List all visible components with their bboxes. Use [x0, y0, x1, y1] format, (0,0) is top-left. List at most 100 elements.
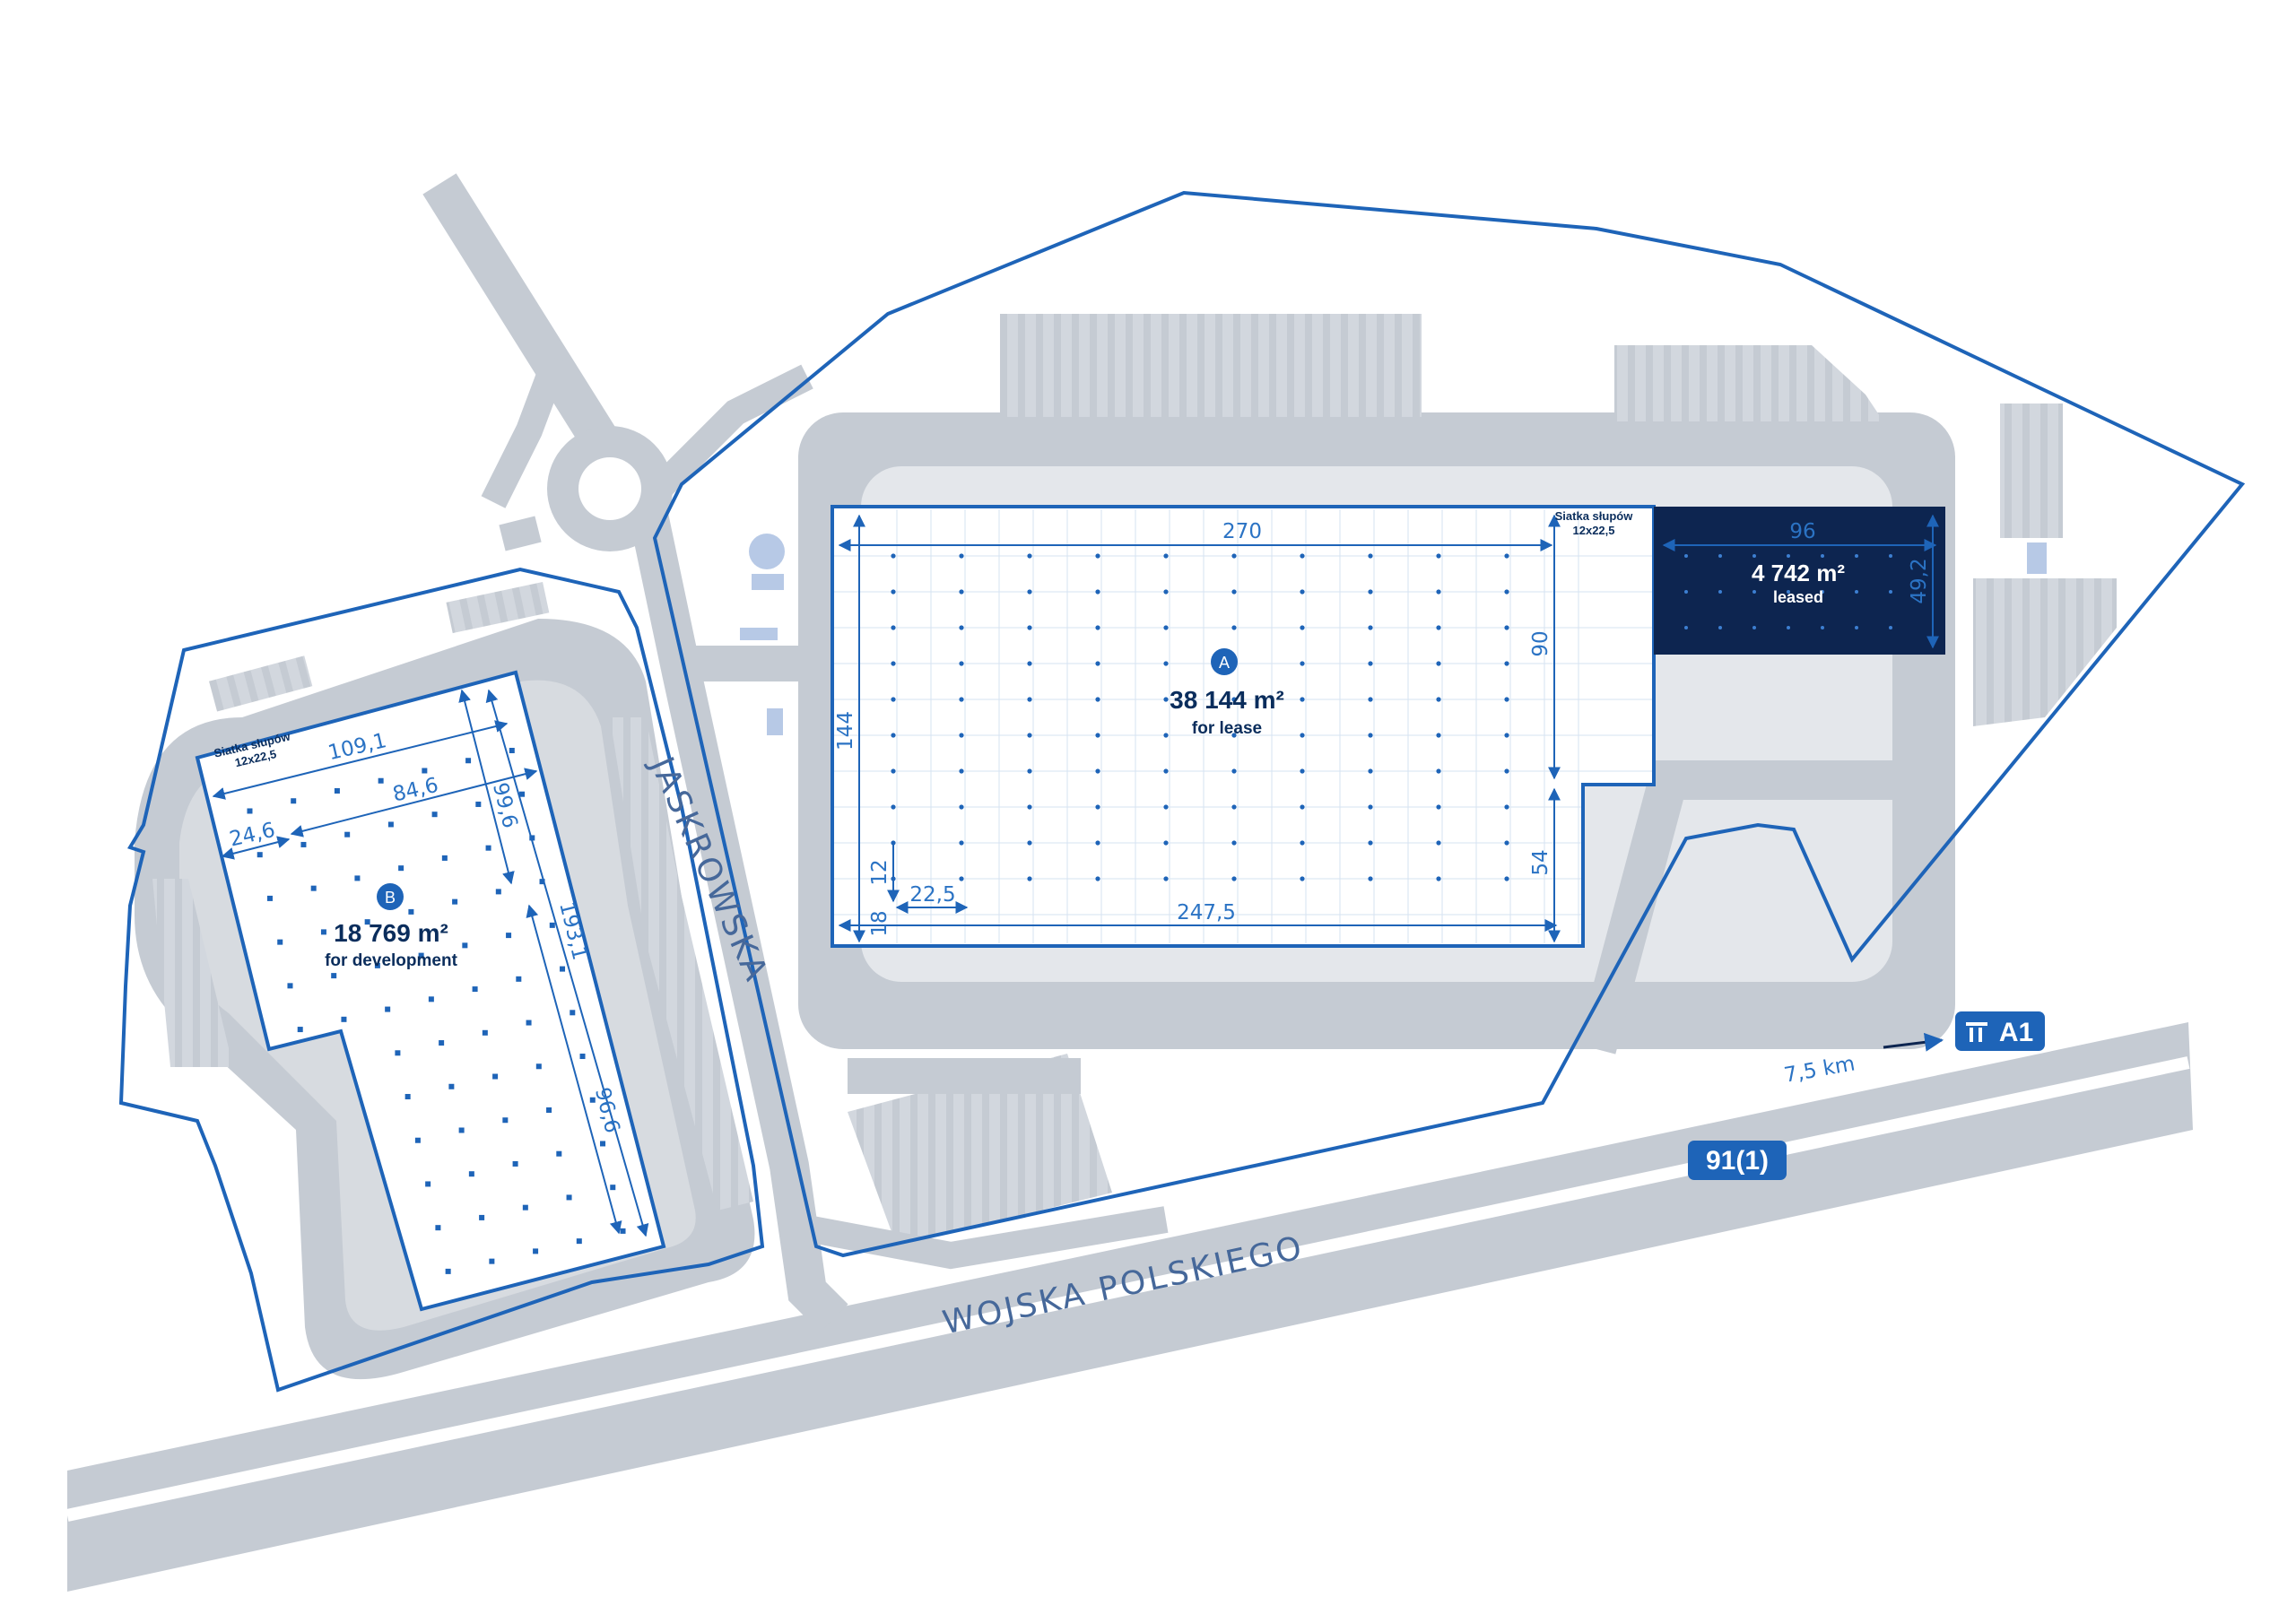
column-dot: [354, 875, 361, 881]
column-dot: [533, 1248, 539, 1254]
column-dot: [1027, 840, 1032, 846]
column-dot: [441, 855, 448, 861]
column-dot: [452, 898, 458, 905]
column-dot: [1436, 804, 1441, 810]
column-dot: [891, 589, 896, 595]
column-dot: [435, 1225, 441, 1231]
tank-feature: [749, 534, 785, 569]
leased-column-dot: [1855, 626, 1858, 629]
column-dot: [1095, 589, 1100, 595]
column-dot: [549, 922, 555, 928]
column-dot: [1231, 876, 1237, 881]
column-dot: [891, 661, 896, 666]
route-badge-label: 91(1): [1706, 1146, 1769, 1176]
column-dot: [1095, 553, 1100, 559]
column-dot: [1368, 876, 1373, 881]
leased-column-dot: [1684, 590, 1688, 594]
building-a[interactable]: 270 247,5 144 90 54 22,5 12 18 Siatka sł…: [831, 505, 1945, 948]
leased-area: 4 742 m²: [1752, 560, 1845, 586]
column-dot: [1300, 589, 1305, 595]
column-dot: [1027, 733, 1032, 738]
dim-line-b-right-lower: [526, 904, 622, 1235]
column-dot: [1231, 840, 1237, 846]
column-dot: [502, 1117, 509, 1124]
column-dot: [1027, 589, 1032, 595]
building-a-dim-bay-width: 22,5: [909, 883, 955, 907]
leased-column-dot: [1821, 626, 1824, 629]
leased-column-dot: [1855, 590, 1858, 594]
column-dot: [495, 889, 501, 895]
column-dot: [1163, 804, 1169, 810]
leased-dim-height: 49,2: [1908, 558, 1931, 603]
leased-section[interactable]: [1654, 507, 1945, 655]
motorway-icon: [1966, 1022, 1987, 1042]
column-dot: [445, 1268, 451, 1274]
column-dot: [1504, 661, 1509, 666]
column-dot: [1436, 553, 1441, 559]
highway-median: [65, 1056, 2190, 1522]
road-north-east: [636, 364, 813, 512]
column-dot: [1027, 876, 1032, 881]
column-dot: [310, 885, 317, 891]
column-dot: [1436, 697, 1441, 702]
leased-column-dot: [1787, 590, 1790, 594]
column-dot: [1436, 589, 1441, 595]
column-dot: [297, 1027, 303, 1033]
column-dot: [1027, 697, 1032, 702]
column-dot: [1231, 589, 1237, 595]
route-badge: 91(1): [1688, 1141, 1787, 1180]
building-b[interactable]: 109,1 84,6 24,6 99,6 193,1 96,6 Siatka s…: [195, 670, 666, 1312]
column-dot: [492, 1073, 499, 1080]
column-dot: [516, 976, 522, 982]
leased-column-dot: [1718, 554, 1722, 558]
leased-column-dot: [1752, 626, 1756, 629]
column-dot: [891, 804, 896, 810]
column-dot: [522, 1204, 528, 1211]
column-dot: [1027, 553, 1032, 559]
column-dot: [291, 798, 297, 804]
column-dot: [431, 812, 438, 818]
column-dot: [1095, 876, 1100, 881]
column-dot: [331, 973, 337, 979]
building-b-marker: [377, 883, 404, 910]
column-dot: [1095, 625, 1100, 630]
column-dot: [891, 697, 896, 702]
column-dot: [385, 1006, 391, 1012]
column-dot: [472, 986, 478, 993]
column-dot: [1504, 697, 1509, 702]
parking-b-west: [152, 879, 233, 1067]
column-dot: [1300, 804, 1305, 810]
column-dot: [579, 1054, 586, 1060]
building-b-letter: B: [385, 889, 396, 907]
leased-column-dot: [1889, 626, 1892, 629]
column-dot: [1163, 768, 1169, 774]
column-dot: [1368, 553, 1373, 559]
column-dot: [1504, 876, 1509, 881]
column-dot: [1095, 697, 1100, 702]
column-dot: [1095, 768, 1100, 774]
column-dot: [1095, 804, 1100, 810]
column-dot: [1504, 768, 1509, 774]
column-dot: [1163, 697, 1169, 702]
column-dot: [512, 1160, 518, 1167]
column-dot: [959, 661, 964, 666]
leased-column-dot: [1684, 626, 1688, 629]
column-dot: [891, 553, 896, 559]
column-dot: [600, 1141, 606, 1147]
column-dot: [482, 1029, 488, 1036]
column-dot: [418, 952, 424, 959]
plot-boundary-b: [118, 567, 765, 1393]
column-dot: [364, 919, 370, 925]
leased-column-dot: [1889, 554, 1892, 558]
column-dot: [300, 841, 307, 847]
building-a-dim-edge-height: 18: [868, 910, 891, 936]
parking-a-south: [848, 1054, 1112, 1246]
column-dot: [1504, 733, 1509, 738]
column-dot: [1504, 804, 1509, 810]
column-dot: [959, 840, 964, 846]
column-dot: [1027, 625, 1032, 630]
dim-line-b-top: [212, 720, 509, 800]
column-dot: [959, 697, 964, 702]
column-dot: [1163, 876, 1169, 881]
column-dot: [1300, 840, 1305, 846]
